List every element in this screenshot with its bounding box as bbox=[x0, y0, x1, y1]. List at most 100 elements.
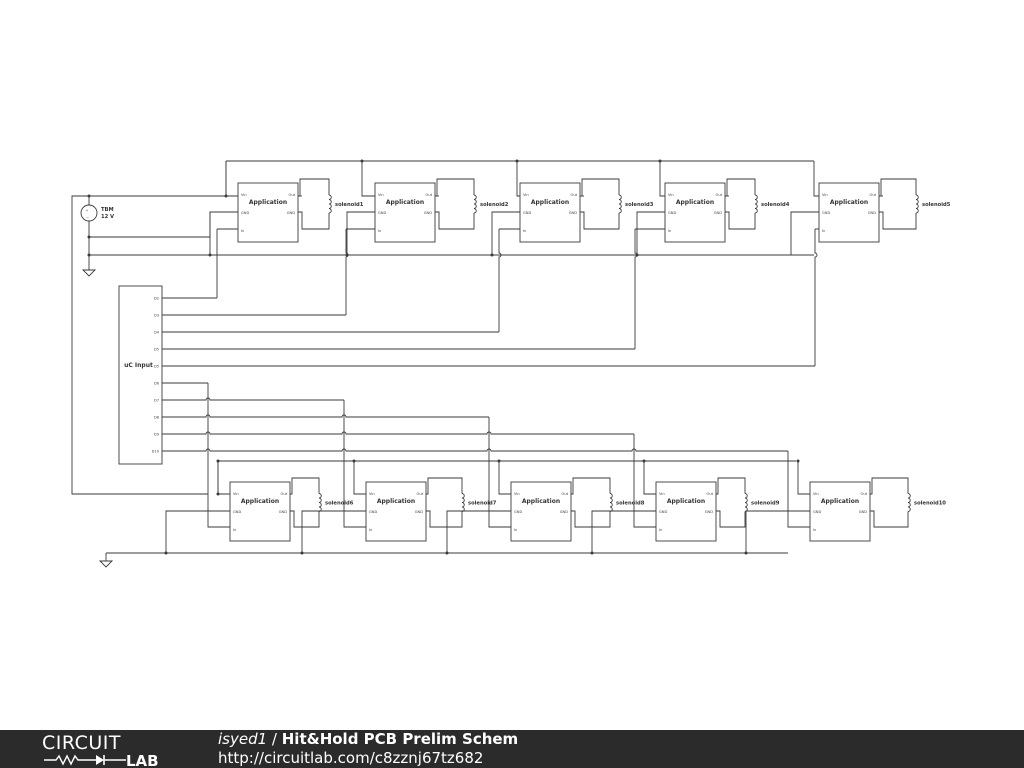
vin-wire bbox=[659, 161, 665, 197]
junction-dot bbox=[224, 194, 228, 198]
solenoid-label: solenoid8 bbox=[616, 501, 645, 507]
application-title: Application bbox=[821, 498, 859, 505]
gnd-wire bbox=[636, 211, 665, 255]
application-title: Application bbox=[386, 199, 424, 206]
application-block bbox=[237, 182, 299, 243]
solenoid-label: solenoid5 bbox=[922, 202, 951, 208]
solenoid-label: solenoid6 bbox=[325, 501, 354, 507]
pin-gnd-label: GND bbox=[523, 211, 531, 215]
application-title: Application bbox=[676, 199, 714, 206]
out-wire bbox=[580, 178, 620, 197]
pin-out-label: Out bbox=[288, 193, 295, 197]
pin-gnd-label: GND bbox=[569, 211, 577, 215]
pin-vin-label: Vin bbox=[813, 492, 819, 496]
out-wire bbox=[716, 477, 746, 495]
uc-signal-wire bbox=[162, 414, 489, 418]
pin-out-label: Out bbox=[715, 193, 722, 197]
junction-dot bbox=[360, 159, 364, 163]
gnd-wire bbox=[446, 510, 511, 553]
gnd-out-wire bbox=[435, 211, 475, 230]
solenoid-label: solenoid3 bbox=[625, 202, 654, 208]
uc-signal-wire bbox=[162, 397, 344, 401]
pin-in-label: In bbox=[668, 229, 671, 233]
vin-wire bbox=[516, 161, 520, 197]
vin-wire bbox=[225, 161, 238, 197]
circuitlab-logo[interactable]: CIRCUIT LAB bbox=[40, 732, 180, 768]
footer-username[interactable]: isyed1 bbox=[218, 730, 268, 748]
application-title: Application bbox=[377, 498, 415, 505]
gnd-wire bbox=[745, 510, 810, 553]
pin-in-label: In bbox=[233, 528, 236, 532]
vin-wire bbox=[643, 461, 656, 495]
application-block bbox=[365, 481, 427, 542]
out-wire bbox=[290, 477, 320, 495]
junction-dot bbox=[216, 492, 220, 496]
junction-dot bbox=[590, 551, 594, 555]
pin-gnd-label: GND bbox=[705, 510, 713, 514]
out-wire bbox=[725, 178, 756, 197]
pin-gnd-label: GND bbox=[859, 510, 867, 514]
pin-out-label: Out bbox=[570, 193, 577, 197]
pin-vin-label: Vin bbox=[514, 492, 520, 496]
solenoid-coil-icon bbox=[618, 194, 622, 214]
application-title: Application bbox=[830, 199, 868, 206]
pin-gnd-label: GND bbox=[378, 211, 386, 215]
pin-vin-label: Vin bbox=[241, 193, 247, 197]
pin-gnd-label: GND bbox=[424, 211, 432, 215]
gnd-out-wire bbox=[290, 510, 320, 528]
solenoid-coil-icon bbox=[609, 493, 613, 512]
application-block bbox=[818, 182, 880, 243]
solenoid-coil-icon bbox=[744, 493, 748, 512]
junction-dot bbox=[497, 459, 501, 463]
uc-pin-label: D2 bbox=[154, 297, 159, 301]
pin-gnd-label: GND bbox=[822, 211, 830, 215]
in-wire bbox=[633, 434, 656, 528]
footer-circuit-title: Hit&Hold PCB Prelim Schem bbox=[281, 730, 519, 748]
junction-dot bbox=[445, 551, 449, 555]
pin-in-label: In bbox=[659, 528, 662, 532]
pin-gnd-label: GND bbox=[714, 211, 722, 215]
application-block bbox=[510, 481, 572, 542]
pin-gnd-label: GND bbox=[415, 510, 423, 514]
uc-pin-label: D6 bbox=[154, 382, 160, 386]
out-wire bbox=[879, 178, 917, 197]
out-wire bbox=[571, 477, 611, 495]
pin-out-label: Out bbox=[416, 492, 423, 496]
battery-minus: − bbox=[86, 216, 89, 220]
application-block bbox=[664, 182, 726, 243]
uc-pin-label: D10 bbox=[152, 450, 160, 454]
vin-wire bbox=[813, 161, 819, 197]
pin-in-label: In bbox=[369, 528, 372, 532]
solenoid-label: solenoid1 bbox=[335, 202, 364, 208]
gnd-out-wire bbox=[298, 211, 330, 230]
out-wire bbox=[870, 477, 909, 495]
application-block bbox=[809, 481, 871, 542]
wires bbox=[71, 159, 919, 568]
uc-pin-label: D9 bbox=[154, 433, 160, 437]
gnd-out-wire bbox=[879, 211, 917, 230]
pin-out-label: Out bbox=[425, 193, 432, 197]
logo-diode-icon bbox=[96, 755, 104, 765]
battery-plus: + bbox=[86, 209, 89, 213]
gnd-out-wire bbox=[725, 211, 756, 230]
uc-pin-label: D4 bbox=[154, 331, 160, 335]
in-wire bbox=[498, 229, 502, 332]
vin-wire bbox=[498, 461, 511, 495]
vin-wire bbox=[353, 461, 366, 495]
gnd-wire bbox=[301, 510, 366, 553]
out-wire bbox=[435, 178, 475, 197]
pin-out-label: Out bbox=[280, 492, 287, 496]
pin-gnd-label: GND bbox=[369, 510, 377, 514]
pin-gnd-label: GND bbox=[241, 211, 249, 215]
footer-url[interactable]: http://circuitlab.com/c8zznj67tz682 bbox=[218, 749, 484, 767]
junction-dot bbox=[796, 459, 800, 463]
pin-in-label: In bbox=[523, 229, 526, 233]
solenoid-label: solenoid7 bbox=[468, 501, 497, 507]
application-block bbox=[229, 481, 291, 542]
pin-gnd-label: GND bbox=[813, 510, 821, 514]
solenoid-coil-icon bbox=[473, 194, 477, 214]
solenoid-label: solenoid4 bbox=[761, 202, 790, 208]
uc-input-block bbox=[118, 285, 163, 465]
pin-vin-label: Vin bbox=[369, 492, 375, 496]
